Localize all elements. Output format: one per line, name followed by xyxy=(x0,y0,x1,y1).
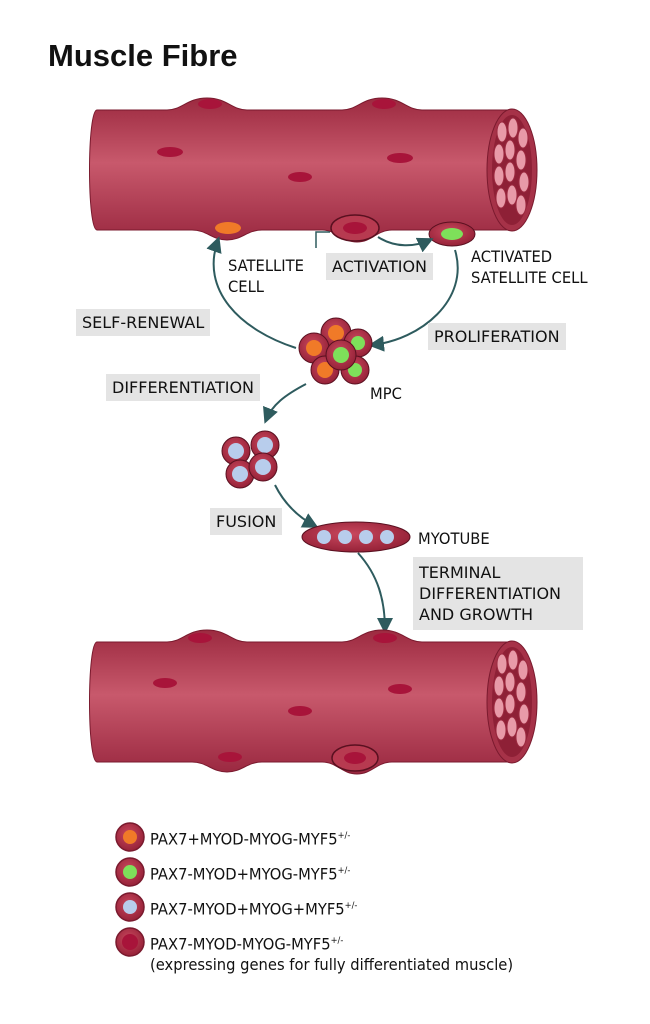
terminal-line2: DIFFERENTIATION xyxy=(419,584,561,603)
legend-text: PAX7-MYOD+MYOG-MYF5 xyxy=(150,864,338,884)
legend-text: PAX7-MYOD+MYOG+MYF5 xyxy=(150,899,345,919)
differentiated-cells xyxy=(221,430,280,489)
myotube xyxy=(301,521,411,553)
satellite-cell-label-line1: SATELLITE xyxy=(228,256,304,275)
mpc-cluster xyxy=(298,317,373,385)
proliferation-arrow xyxy=(368,249,459,352)
terminal-arrow xyxy=(357,552,393,634)
muscle-fibre-top xyxy=(89,97,538,243)
self-renewal-label: SELF-RENEWAL xyxy=(76,309,211,336)
legend-markers xyxy=(115,822,145,957)
legend-item: PAX7+MYOD-MYOG-MYF5+/- xyxy=(150,826,350,849)
legend-text: PAX7-MYOD-MYOG-MYF5 xyxy=(150,934,331,954)
muscle-fibre-bottom xyxy=(89,629,538,775)
legend-item: PAX7-MYOD+MYOG-MYF5+/- xyxy=(150,861,350,884)
self-renewal-arrow xyxy=(206,236,297,349)
activation-arrow xyxy=(377,236,434,253)
legend-sup: +/- xyxy=(330,936,344,946)
mpc-label: MPC xyxy=(370,384,402,403)
terminal-line3: AND GROWTH xyxy=(419,605,534,624)
satellite-cell-label-line2: CELL xyxy=(228,277,264,296)
activated-satellite-cell-label: ACTIVATED SATELLITE CELL xyxy=(471,246,588,288)
fusion-label: FUSION xyxy=(210,508,283,535)
activated-satellite-cell xyxy=(428,221,476,247)
legend-item: PAX7-MYOD+MYOG+MYF5+/- xyxy=(150,896,357,919)
activated-label-line2: SATELLITE CELL xyxy=(471,268,588,287)
terminal-line1: TERMINAL xyxy=(419,563,501,582)
legend-sup: +/- xyxy=(344,901,358,911)
legend-item: PAX7-MYOD-MYOG-MYF5+/- (expressing genes… xyxy=(150,931,513,975)
terminal-differentiation-label: TERMINAL DIFFERENTIATION AND GROWTH xyxy=(413,557,583,630)
fusion-arrow xyxy=(274,484,319,528)
quiescent-cell xyxy=(330,214,380,242)
legend-text: PAX7+MYOD-MYOG-MYF5 xyxy=(150,829,338,849)
legend-note: (expressing genes for fully differentiat… xyxy=(150,955,514,975)
activated-label-line1: ACTIVATED xyxy=(471,247,553,266)
activation-label: ACTIVATION xyxy=(326,253,434,280)
differentiation-arrow xyxy=(263,383,307,424)
page-title: Muscle Fibre xyxy=(48,38,238,73)
satellite-cell-label: SATELLITE CELL xyxy=(228,255,304,297)
differentiation-label: DIFFERENTIATION xyxy=(106,374,260,401)
legend-sup: +/- xyxy=(337,866,351,876)
proliferation-label: PROLIFERATION xyxy=(428,323,566,350)
legend-sup: +/- xyxy=(337,831,351,841)
myotube-label: MYOTUBE xyxy=(418,529,490,548)
satellite-cell xyxy=(215,222,241,234)
bottom-fibre-nucleus-cell xyxy=(331,744,379,772)
